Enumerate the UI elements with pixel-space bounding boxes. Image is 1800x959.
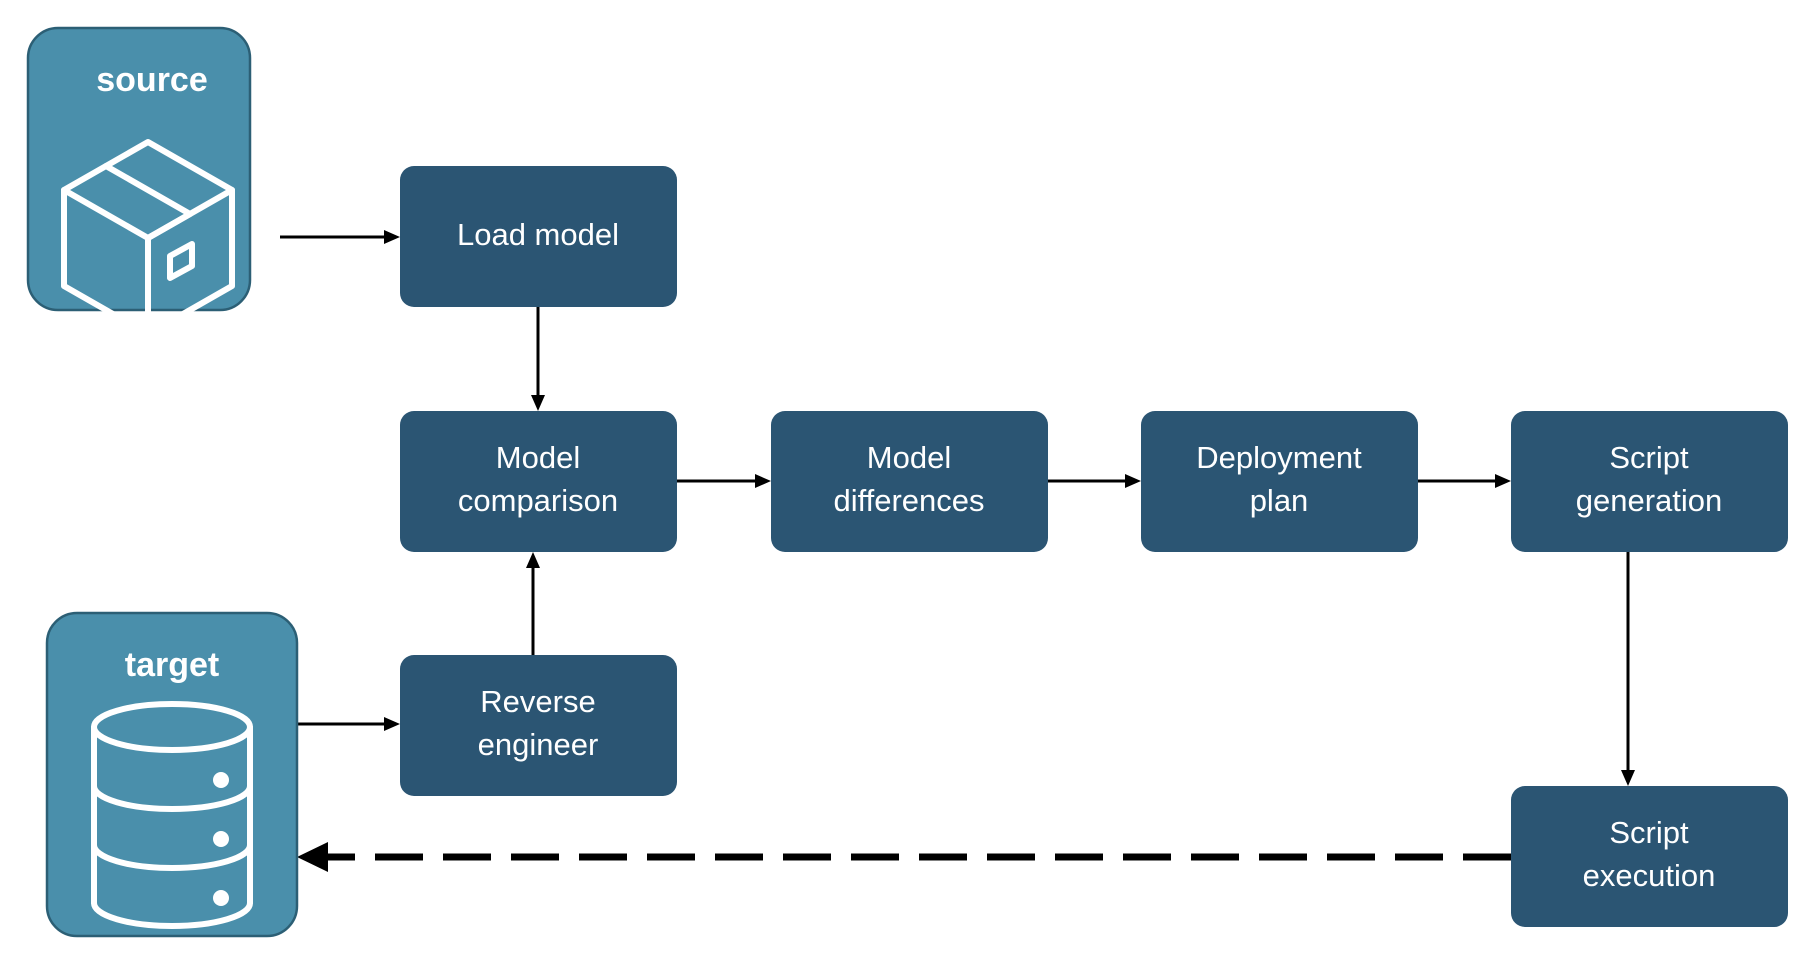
- script-generation-background[interactable]: [1511, 411, 1788, 552]
- arrow-head-icon: [384, 717, 400, 731]
- script-execution-background[interactable]: [1511, 786, 1788, 927]
- arrow-head-icon: [1125, 474, 1141, 488]
- database-indicator-dot: [213, 890, 229, 906]
- connector-script-generation-to-script-execution: [1621, 552, 1635, 786]
- connectors-layer: [280, 230, 1635, 872]
- deployment-plan-label-line1: Deployment: [1196, 440, 1362, 475]
- script-generation-label-line2: generation: [1576, 483, 1723, 518]
- arrow-head-icon: [384, 230, 400, 244]
- database-indicator-dot: [213, 772, 229, 788]
- arrow-head-icon: [531, 395, 545, 411]
- reverse-engineer-label-line2: engineer: [478, 727, 599, 762]
- model-differences-background[interactable]: [771, 411, 1048, 552]
- process-node-deployment-plan[interactable]: Deployment plan: [1141, 411, 1418, 552]
- package-box-icon: [61, 139, 235, 337]
- script-execution-label-line2: execution: [1583, 858, 1716, 893]
- model-comparison-background[interactable]: [400, 411, 677, 552]
- connector-deployment-plan-to-script-generation: [1418, 474, 1511, 488]
- model-comparison-label-line1: Model: [496, 440, 580, 475]
- deployment-plan-label-line2: plan: [1250, 483, 1309, 518]
- connector-source-to-load-model: [280, 230, 400, 244]
- process-node-model-comparison[interactable]: Model comparison: [400, 411, 677, 552]
- source-title: source: [96, 61, 208, 99]
- target-card-background[interactable]: [45, 611, 299, 938]
- process-node-reverse-engineer[interactable]: Reverse engineer: [400, 655, 677, 796]
- model-differences-label-line1: Model: [867, 440, 951, 475]
- arrow-head-icon: [297, 842, 328, 872]
- script-generation-label-line1: Script: [1609, 440, 1689, 475]
- endpoint-node-target[interactable]: target: [45, 611, 299, 938]
- connector-target-to-reverse-engineer: [297, 717, 400, 731]
- arrow-head-icon: [526, 552, 540, 568]
- connector-reverse-engineer-to-model-comparison: [526, 552, 540, 655]
- arrow-head-icon: [1621, 770, 1635, 786]
- target-title: target: [125, 646, 219, 684]
- arrow-head-icon: [755, 474, 771, 488]
- connector-model-differences-to-deployment-plan: [1048, 474, 1141, 488]
- database-indicator-dot: [213, 831, 229, 847]
- connector-load-model-to-model-comparison: [531, 307, 545, 411]
- process-node-model-differences[interactable]: Model differences: [771, 411, 1048, 552]
- reverse-engineer-background[interactable]: [400, 655, 677, 796]
- model-differences-label-line2: differences: [833, 483, 984, 518]
- database-cylinder-icon: [91, 701, 253, 929]
- connector-script-execution-to-target: [297, 842, 1511, 872]
- load-model-background[interactable]: [400, 166, 677, 307]
- source-card-background[interactable]: [26, 26, 252, 312]
- load-model-label: Load model: [457, 217, 619, 252]
- model-comparison-label-line2: comparison: [458, 483, 618, 518]
- arrow-head-icon: [1495, 474, 1511, 488]
- process-node-script-execution[interactable]: Script execution: [1511, 786, 1788, 927]
- process-node-script-generation[interactable]: Script generation: [1511, 411, 1788, 552]
- deployment-plan-background[interactable]: [1141, 411, 1418, 552]
- reverse-engineer-label-line1: Reverse: [480, 684, 595, 719]
- endpoint-node-source[interactable]: source: [26, 26, 252, 337]
- connector-model-comparison-to-model-differences: [677, 474, 771, 488]
- script-execution-label-line1: Script: [1609, 815, 1689, 850]
- process-node-load-model[interactable]: Load model: [400, 166, 677, 307]
